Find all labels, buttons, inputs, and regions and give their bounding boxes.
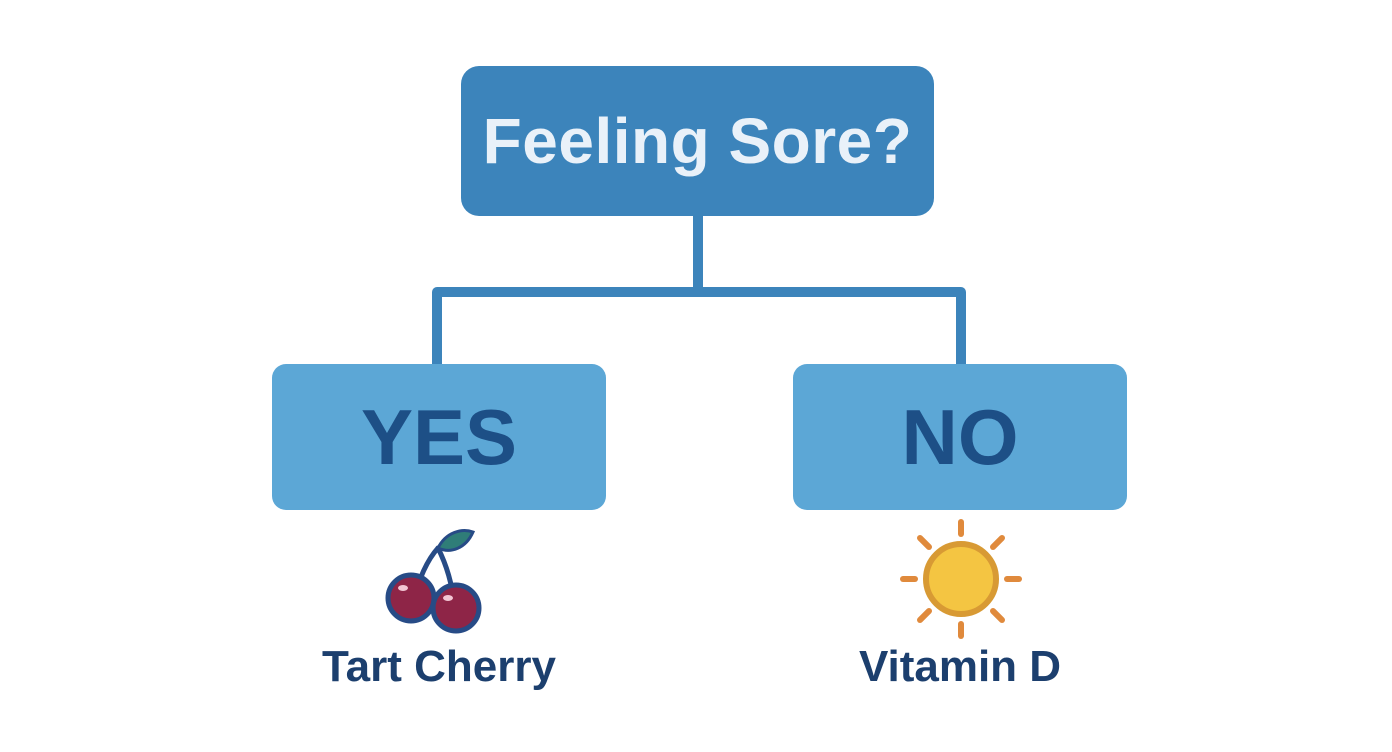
sun-icon	[900, 519, 1022, 639]
cherry-icon	[385, 529, 482, 634]
root-question-box: Feeling Sore?	[461, 66, 934, 216]
branch-bar-line	[432, 287, 966, 368]
no-outcome-label: Vitamin D	[858, 642, 1062, 691]
no-branch-label: NO	[901, 392, 1019, 481]
yes-outcome-label: Tart Cherry	[322, 642, 556, 691]
no-branch-box: NO	[793, 364, 1127, 510]
root-question-label: Feeling Sore?	[482, 105, 913, 177]
yes-branch-box: YES	[272, 364, 606, 510]
yes-branch-label: YES	[360, 392, 518, 481]
